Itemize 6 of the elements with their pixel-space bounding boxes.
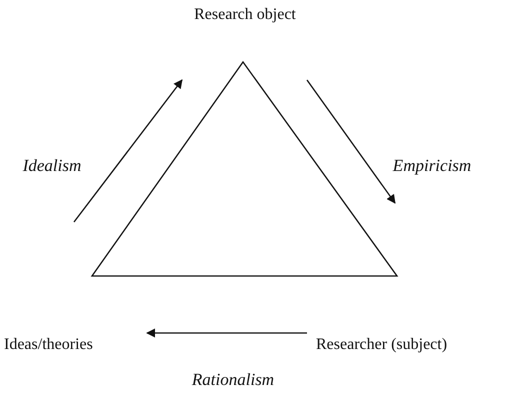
direction-label: Empiricism <box>392 156 472 176</box>
node-label: Ideas/theories <box>4 335 93 355</box>
direction-label: Idealism <box>22 156 82 176</box>
direction-label: Rationalism <box>192 370 274 390</box>
node-label: Research object <box>194 5 296 25</box>
node-label: Researcher (subject) <box>316 335 448 355</box>
